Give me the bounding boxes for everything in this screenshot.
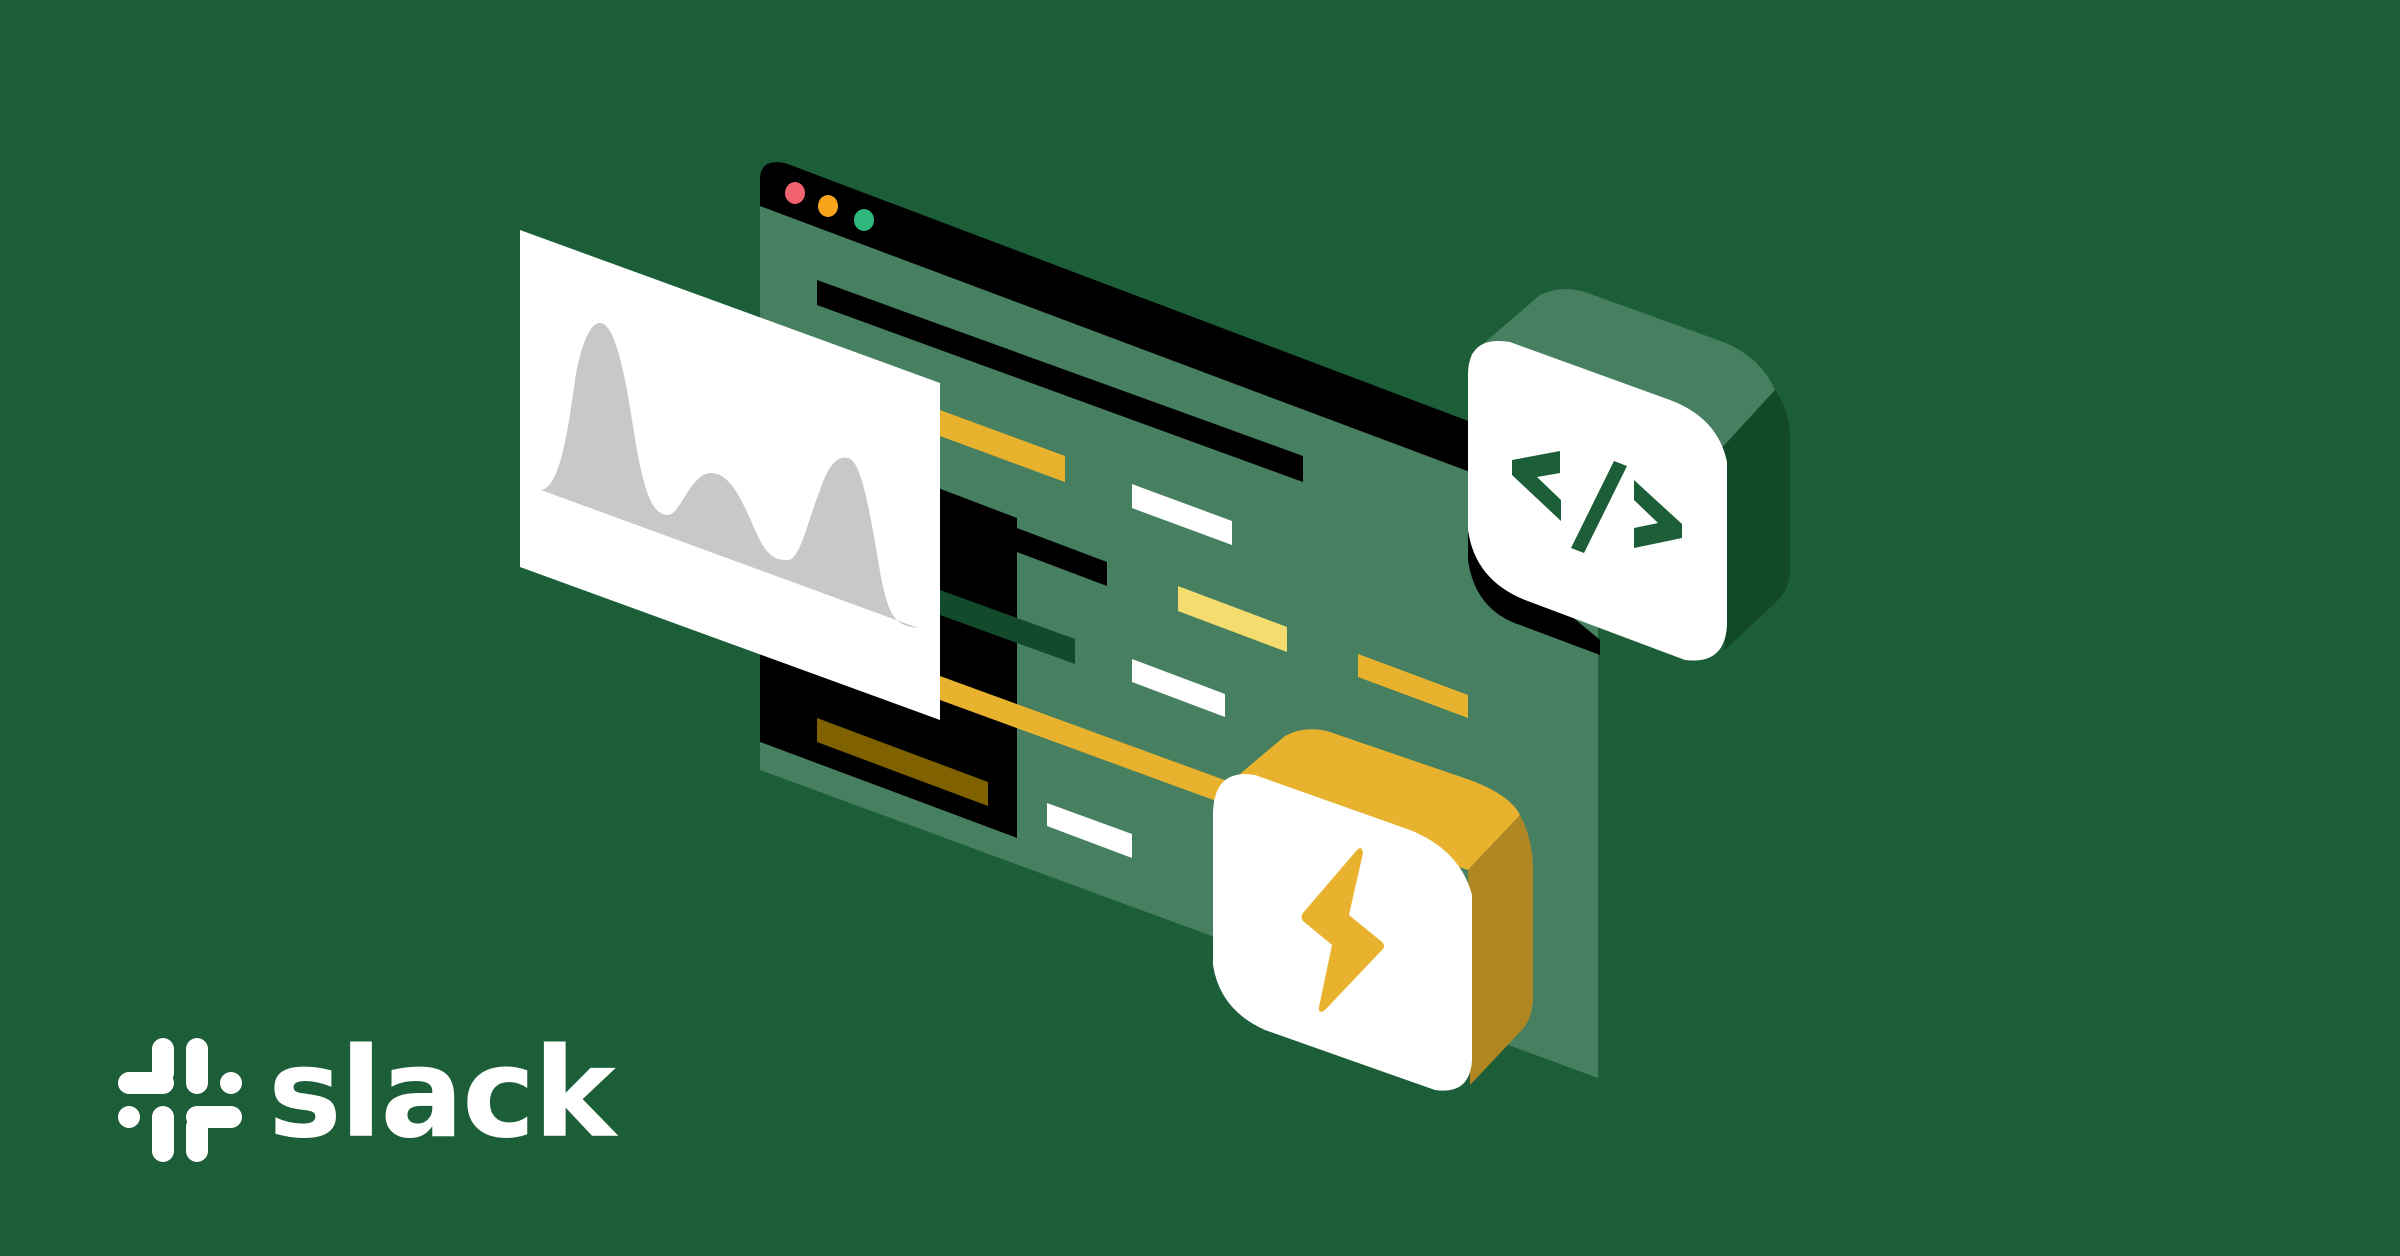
- code-line: [940, 410, 1065, 482]
- lightning-bolt-icon: [1301, 848, 1384, 1012]
- code-line: [1132, 484, 1232, 545]
- code-brackets-icon: [1512, 451, 1682, 553]
- bolt-tile-top: [1215, 729, 1520, 870]
- code-tile-top: [1470, 289, 1775, 450]
- code-line: [1358, 654, 1468, 718]
- slack-hash-icon: [118, 1038, 242, 1162]
- code-line: [817, 280, 1303, 482]
- code-tile-side: [1720, 390, 1790, 650]
- code-line: [1132, 659, 1225, 717]
- chart-card: [520, 230, 940, 720]
- slack-wordmark: slack: [268, 1022, 616, 1166]
- slack-brand[interactable]: slack: [118, 1022, 616, 1166]
- minimize-dot-icon[interactable]: [818, 195, 838, 217]
- code-tile[interactable]: [1468, 289, 1790, 661]
- bolt-tile[interactable]: [1213, 729, 1533, 1091]
- code-line: [940, 676, 1230, 806]
- code-line: [940, 590, 1075, 664]
- chart-area-fill: [541, 323, 918, 628]
- window-titlebar: [760, 162, 1598, 520]
- maximize-dot-icon[interactable]: [854, 209, 874, 231]
- bolt-tile-side: [1468, 815, 1533, 1085]
- close-dot-icon[interactable]: [785, 182, 805, 204]
- code-line: [1047, 803, 1132, 858]
- sidebar-bottom-edge: [760, 742, 1017, 838]
- code-line: [817, 718, 988, 806]
- code-line: [1017, 528, 1107, 586]
- code-line: [1178, 586, 1287, 652]
